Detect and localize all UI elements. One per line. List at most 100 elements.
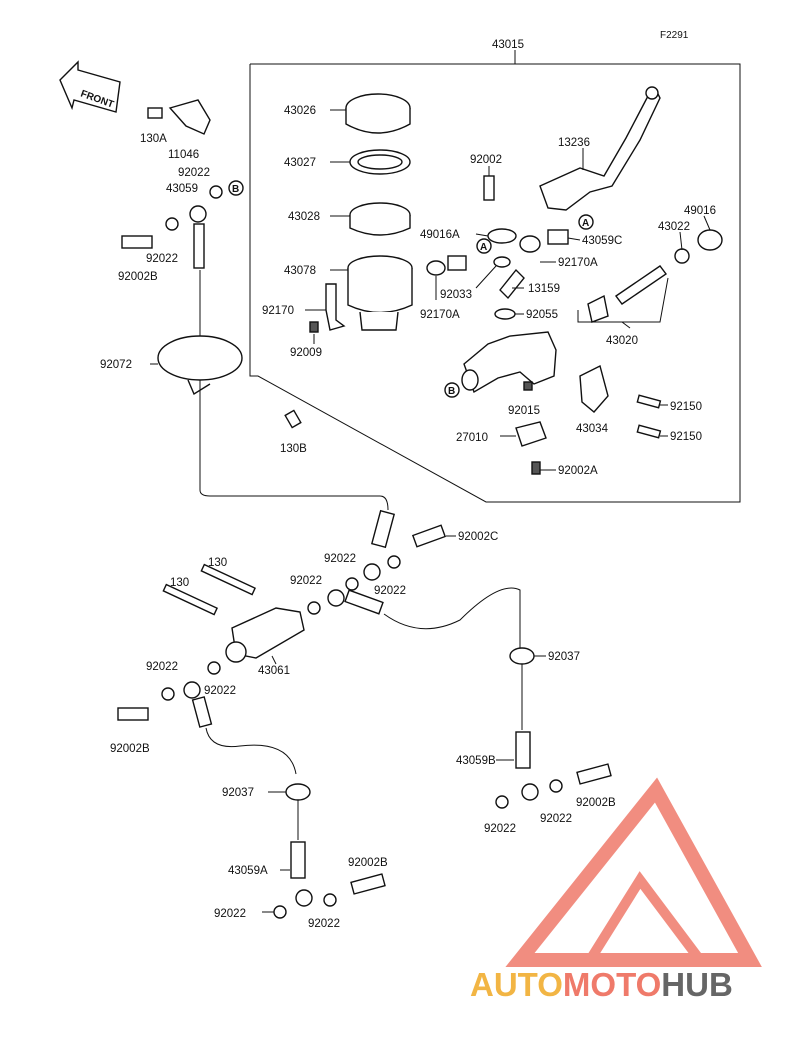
bolt-130-1 — [200, 563, 256, 596]
label-92022-f: 92022 — [146, 661, 178, 673]
banjo-bolt-92002b-a — [121, 235, 153, 249]
master-cylinder-body — [461, 331, 557, 394]
label-92150-1: 92150 — [670, 401, 702, 413]
label-92022-a: 92022 — [178, 167, 210, 179]
label-43027: 43027 — [284, 157, 316, 169]
fitting-right-hose — [327, 589, 384, 615]
label-92022-c: 92022 — [324, 553, 356, 565]
hose-piece — [447, 255, 467, 271]
elbow-13159 — [499, 268, 525, 300]
svg-text:B: B — [232, 184, 239, 195]
banjo-bolt-92002c — [411, 524, 447, 548]
clamp-43034 — [579, 364, 609, 413]
front-arrow-icon: FRONT — [59, 60, 121, 113]
label-92170A-1: 92170A — [420, 309, 460, 321]
label-92002C: 92002C — [458, 531, 498, 543]
label-92022-j: 92022 — [214, 908, 246, 920]
left-hose-line — [205, 727, 297, 775]
watermark-logo — [505, 777, 762, 967]
boot-49016a — [487, 228, 517, 244]
label-130A: 130A — [140, 133, 167, 145]
bracket-92170 — [325, 283, 346, 331]
banjo-bolt-92002b-d — [350, 873, 386, 895]
screw-92002a — [531, 461, 541, 475]
bolt-130a — [147, 107, 163, 119]
svg-text:A: A — [480, 242, 487, 253]
label-92037-a: 92037 — [222, 787, 254, 799]
label-92009: 92009 — [290, 347, 322, 359]
right-hose-line — [383, 587, 521, 648]
label-43015: 43015 — [492, 39, 524, 51]
callout-a-1: A — [476, 238, 492, 254]
label-92170A-2: 92170A — [558, 257, 598, 269]
washer-92022-g — [207, 661, 221, 675]
washer-92022-h — [495, 795, 509, 809]
label-43026: 43026 — [284, 105, 316, 117]
label-92170: 92170 — [262, 305, 294, 317]
label-92022-b: 92022 — [146, 253, 178, 265]
banjo-bolt-92002b-b — [117, 707, 149, 721]
washer-92022-e — [307, 601, 321, 615]
reservoir-cap — [345, 93, 411, 134]
clamp-92037-a — [285, 783, 311, 801]
label-92022-g: 92022 — [204, 685, 236, 697]
bracket-11046 — [168, 99, 211, 135]
oring-92055 — [494, 308, 516, 320]
label-92022-k: 92022 — [308, 918, 340, 930]
label-43034: 43034 — [576, 423, 609, 435]
label-92002B-b: 92002B — [110, 743, 150, 755]
label-92002B-d: 92002B — [348, 857, 388, 869]
washer-92022-j — [273, 905, 287, 919]
washer-92022-a — [209, 185, 223, 199]
callout-a-2: A — [578, 214, 594, 230]
label-43022: 43022 — [658, 221, 690, 233]
label-43028: 43028 — [288, 211, 320, 223]
label-43020: 43020 — [606, 335, 638, 347]
washer-92022-c — [345, 577, 359, 591]
label-13236: 13236 — [558, 137, 590, 149]
screw-92015 — [523, 381, 533, 391]
hose-fitting-43059c — [519, 229, 569, 253]
clamp-92170a-1 — [426, 260, 446, 276]
label-92022-e: 92022 — [290, 575, 322, 587]
label-11046: 11046 — [168, 149, 199, 161]
callout-b-2: B — [228, 180, 244, 196]
label-43078: 43078 — [284, 265, 316, 277]
oring-92033 — [493, 256, 511, 268]
washer-92022-i — [549, 779, 563, 793]
bolt-130b — [284, 409, 302, 429]
label-43059: 43059 — [166, 183, 198, 195]
washer-92022-f — [161, 687, 175, 701]
pin-92002 — [483, 175, 495, 201]
hose-route — [199, 380, 389, 511]
washer-92022-k — [323, 893, 337, 907]
label-49016A: 49016A — [420, 229, 460, 241]
diaphragm-plate — [349, 202, 411, 236]
figure-code: F2291 — [660, 30, 689, 41]
hose-fitting-upper-lower — [363, 509, 396, 581]
clamp-92037-b — [509, 647, 535, 665]
label-43061: 43061 — [258, 665, 290, 677]
label-92055: 92055 — [526, 309, 558, 321]
label-92002B-c: 92002B — [576, 797, 616, 809]
label-92022-h: 92022 — [484, 823, 516, 835]
label-92150-2: 92150 — [670, 431, 702, 443]
switch-27010 — [515, 421, 547, 447]
label-49016: 49016 — [684, 205, 716, 217]
washer-92022-d — [387, 555, 401, 569]
label-43059B: 43059B — [456, 755, 496, 767]
label-92072: 92072 — [100, 359, 132, 371]
label-43059A: 43059A — [228, 865, 268, 877]
boot-49016 — [697, 229, 723, 251]
hose-clamp-92072 — [157, 335, 243, 396]
bolt-92150-1 — [636, 394, 662, 409]
label-92002A: 92002A — [558, 465, 598, 477]
screw-92009 — [309, 321, 319, 333]
label-130-2: 130 — [170, 577, 189, 589]
label-92015: 92015 — [508, 405, 540, 417]
label-43059C: 43059C — [582, 235, 622, 247]
snap-ring-43022 — [674, 248, 690, 264]
fitting-left-hose — [183, 681, 213, 728]
